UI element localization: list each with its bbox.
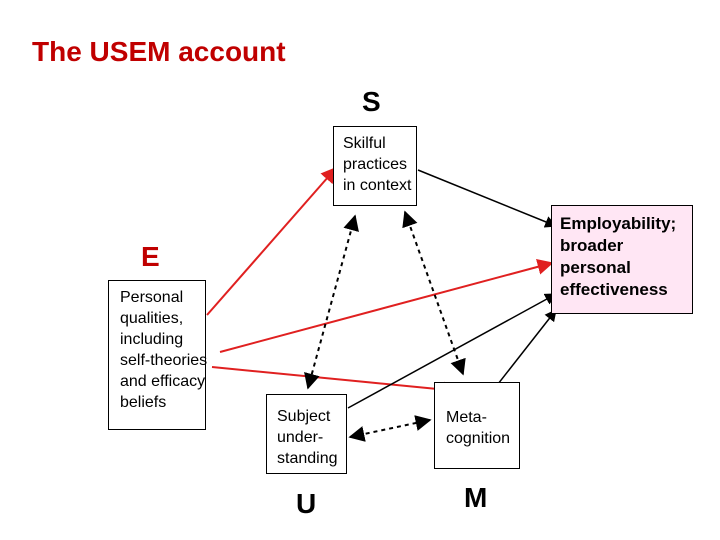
letter-u: U (296, 488, 317, 519)
letter-s: S (362, 86, 381, 117)
dashed-u-m (348, 415, 432, 442)
personal-qualities-box: Personal qualities, including self-theor… (108, 280, 208, 430)
letter-e: E (141, 241, 160, 272)
employability-text: Employability; broader personal effectiv… (560, 214, 677, 299)
subject-understanding-text: Subject under- standing (277, 408, 338, 467)
diagram-title: The USEM account (32, 36, 286, 67)
skilful-practices-text: Skilful practices in context (343, 135, 412, 194)
letter-m: M (464, 482, 488, 513)
subject-understanding-box: Subject under- standing (266, 394, 347, 474)
employability-box: Employability; broader personal effectiv… (551, 205, 693, 314)
dashed-s-m (402, 210, 466, 376)
metacognition-text: Meta- cognition (446, 409, 511, 447)
dashed-s-u (304, 214, 359, 390)
arrow-e-to-m (211, 366, 460, 398)
metacognition-box: Meta- cognition (434, 382, 520, 469)
arrow-e-to-s (206, 166, 338, 316)
personal-qualities-text: Personal qualities, including self-theor… (120, 289, 208, 411)
arrow-s-to-employability (417, 169, 558, 228)
arrow-m-to-employability (497, 309, 557, 385)
arrow-e-to-employability (219, 259, 554, 353)
skilful-practices-box: Skilful practices in context (333, 126, 417, 206)
